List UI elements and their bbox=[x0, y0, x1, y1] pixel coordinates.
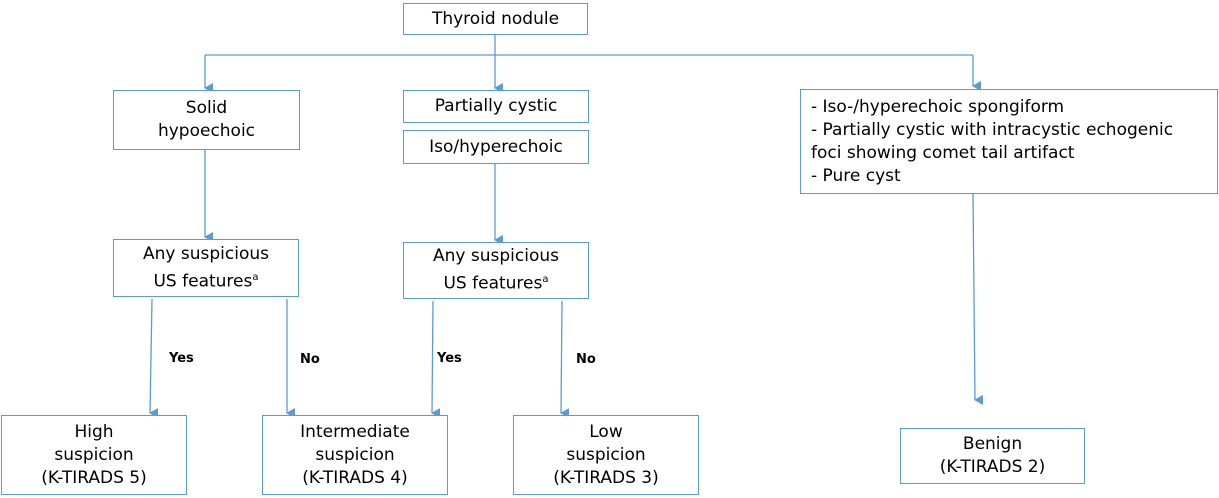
criteria-line3: foci showing comet tail artifact bbox=[811, 142, 1075, 163]
edge-label-yes-left: Yes bbox=[169, 351, 194, 366]
high-line3: (K-TIRADS 5) bbox=[41, 467, 147, 488]
iso-label: Iso/hyperechoic bbox=[429, 136, 563, 157]
arrow-mid-no bbox=[560, 300, 570, 419]
edge-label-yes-mid: Yes bbox=[437, 351, 462, 366]
question-left-line1: Any suspicious bbox=[143, 243, 269, 264]
intermediate-line2: suspicion bbox=[315, 444, 395, 465]
criteria-line2: - Partially cystic with intracystic echo… bbox=[811, 119, 1174, 140]
outcome-low-node: Low suspicion (K-TIRADS 3) bbox=[513, 415, 699, 495]
edge-label-no-left: No bbox=[300, 352, 320, 367]
solid-hypoechoic-node: Solid hypoechoic bbox=[113, 90, 300, 150]
root-node: Thyroid nodule bbox=[403, 3, 588, 35]
iso-hyperechoic-node: Iso/hyperechoic bbox=[403, 130, 589, 164]
question-left-node: Any suspicious US featuresa bbox=[113, 239, 299, 297]
footnote-marker: a bbox=[252, 271, 259, 283]
question-mid-line1: Any suspicious bbox=[433, 246, 559, 267]
low-line1: Low bbox=[589, 421, 623, 442]
question-mid-line2: US featuresa bbox=[443, 268, 548, 296]
high-line2: suspicion bbox=[54, 444, 134, 465]
low-line3: (K-TIRADS 3) bbox=[553, 467, 659, 488]
question-mid-text: US features bbox=[443, 273, 543, 294]
footnote-marker: a bbox=[542, 274, 549, 286]
high-line1: High bbox=[74, 421, 114, 442]
criteria-line4: - Pure cyst bbox=[811, 165, 901, 186]
low-line2: suspicion bbox=[566, 444, 646, 465]
outcome-intermediate-node: Intermediate suspicion (K-TIRADS 4) bbox=[262, 415, 448, 495]
intermediate-line3: (K-TIRADS 4) bbox=[302, 467, 408, 488]
intermediate-line1: Intermediate bbox=[300, 421, 410, 442]
partial-label: Partially cystic bbox=[434, 96, 558, 116]
question-left-line2: US featuresa bbox=[153, 266, 258, 294]
benign-line1: Benign bbox=[962, 434, 1023, 454]
benign-line2: (K-TIRADS 2) bbox=[939, 457, 1046, 477]
outcome-high-node: High suspicion (K-TIRADS 5) bbox=[1, 415, 187, 495]
arrow-criteria-to-benign bbox=[972, 193, 984, 405]
outcome-benign-node: Benign (K-TIRADS 2) bbox=[900, 428, 1085, 484]
solid-line2: hypoechoic bbox=[157, 121, 256, 141]
arrow-mid-yes bbox=[431, 300, 441, 419]
edge-label-no-mid: No bbox=[576, 352, 596, 367]
benign-criteria-node: - Iso-/hyperechoic spongiform - Partiall… bbox=[800, 89, 1218, 194]
question-left-text: US features bbox=[153, 271, 253, 292]
arrow-left-yes bbox=[149, 298, 159, 419]
solid-line1: Solid bbox=[185, 98, 228, 118]
criteria-line1: - Iso-/hyperechoic spongiform bbox=[811, 96, 1065, 117]
root-label: Thyroid nodule bbox=[431, 8, 560, 29]
question-mid-node: Any suspicious US featuresa bbox=[403, 242, 589, 299]
partially-cystic-node: Partially cystic bbox=[403, 90, 589, 123]
